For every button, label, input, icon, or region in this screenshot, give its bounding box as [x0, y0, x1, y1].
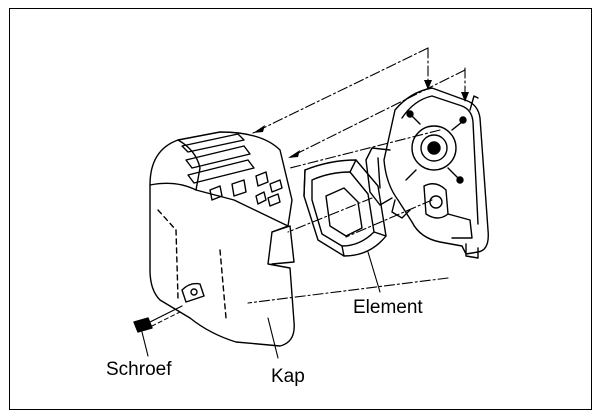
- assembly-guide-lines: [247, 47, 466, 304]
- label-schroef: Schroef: [106, 359, 172, 380]
- screw-shape: [133, 305, 183, 333]
- diagram-frame: [9, 8, 592, 410]
- label-kap: Kap: [271, 366, 305, 387]
- air-filter-element-shape: [303, 159, 387, 257]
- label-element: Element: [353, 297, 423, 318]
- carburetor-back-plate: [365, 87, 489, 259]
- guide-arrowheads: [253, 80, 469, 158]
- air-cleaner-cover-shape: [149, 131, 295, 347]
- leader-lines: [141, 251, 381, 359]
